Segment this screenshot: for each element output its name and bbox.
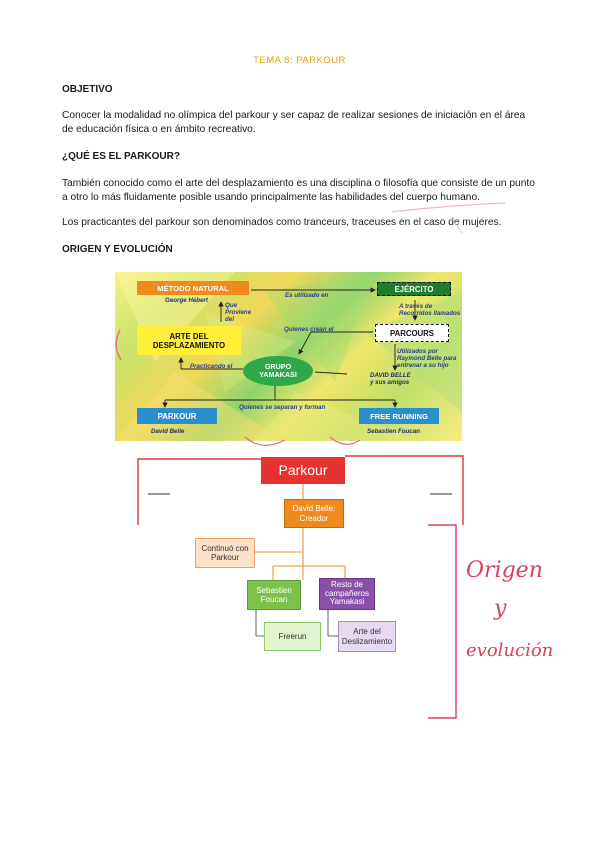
objetivo-line-2: de educación física o en ámbito recreati… [62,124,256,135]
handwritten-origen: Origen [466,558,543,583]
ejercito-box: EJÉRCITO [377,282,451,296]
que-es-line-2: a otro lo más fluidamente posible usando… [62,192,480,203]
heading-origen: ORIGEN Y EVOLUCIÓN [62,244,173,255]
a-traves-label: A través de Recorridos llamados [399,303,461,317]
sebastien-foucan-label: Sebastien Foucan [367,428,420,435]
resto-yamakasi-box: Resto de campañeros Yamakasi [319,578,375,610]
david-belle-label: David Belle [151,428,185,435]
es-utilizado-label: Es utilizado en [285,292,329,299]
quienes-crean-label: Quienes crean el [284,326,334,333]
arte-deslizamiento-box: Arte del Deslizamiento [338,621,396,652]
handwritten-evolucion: evolución [466,640,554,661]
parkour-root-box: Parkour [261,457,345,484]
continuo-box: Continuó con Parkour [195,538,255,568]
utilizados-label: Utilizados por Raymond Belle para entren… [397,348,457,369]
concept-map: MÉTODO NATURAL George Hébert Que Provien… [115,272,462,441]
heading-objetivo: OBJETIVO [62,84,113,95]
page-title: TEMA 8: PARKOUR [253,55,346,66]
parkour-blue-box: PARKOUR [137,408,217,424]
handwritten-y: y [494,596,507,621]
free-running-box: FREE RUNNING [359,408,439,424]
quienes-separan-label: Quienes se separan y forman [239,404,326,411]
que-es-line-1: También conocido como el arte del despla… [62,178,535,189]
metodo-natural-box: MÉTODO NATURAL [137,281,249,295]
freerun-box: Freerun [264,622,321,651]
que-es-paragraph-2: Los practicantes del parkour son denomin… [62,217,502,228]
map-connectors [162,287,418,408]
heading-que-es: ¿QUÉ ES EL PARKOUR? [62,151,180,162]
david-belle-amigos-label: DAVID BELLE y sus amigos [370,372,411,386]
practicando-label: Practicando el [190,363,233,370]
parcours-box: PARCOURS [375,324,449,342]
que-proviene-label: Que Proviene del [225,302,252,323]
arte-desplazamiento-box: ARTE DEL DESPLAZAMIENTO [137,326,241,355]
grupo-yamakasi-box: GRUPO YAMAKASI [243,356,313,386]
objetivo-line-1: Conocer la modalidad no olímpica del par… [62,110,526,121]
george-hebert-label: George Hébert [165,297,208,304]
creator-box: David Belle: Creador [284,499,344,528]
sebastien-box: Sebastien Foucan [247,580,301,610]
